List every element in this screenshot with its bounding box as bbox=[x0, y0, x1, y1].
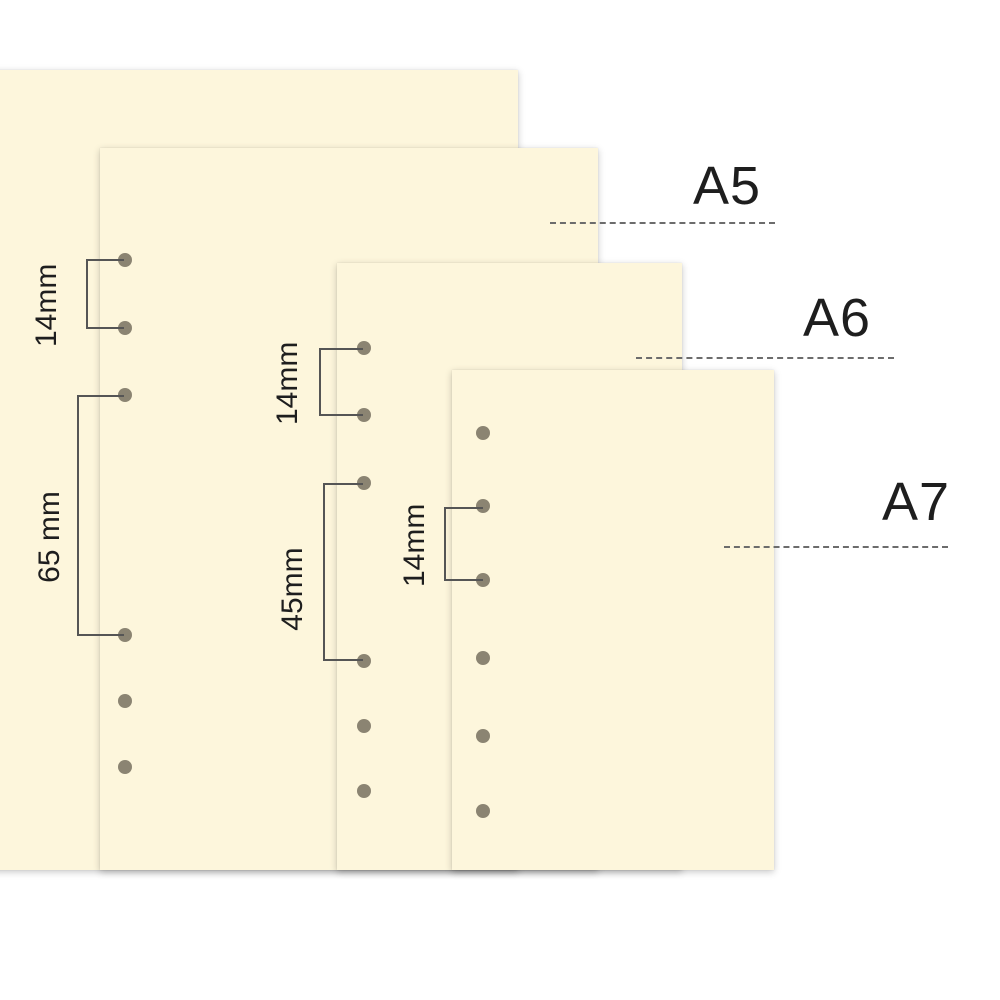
hole bbox=[357, 341, 371, 355]
hole bbox=[357, 408, 371, 422]
hole bbox=[476, 651, 490, 665]
a6-leader-line bbox=[636, 357, 894, 359]
hole bbox=[118, 628, 132, 642]
hole bbox=[118, 760, 132, 774]
a6-hole-gap-bracket bbox=[319, 348, 363, 416]
hole bbox=[118, 321, 132, 335]
hole bbox=[476, 499, 490, 513]
hole bbox=[476, 804, 490, 818]
a7-hole-gap-bracket bbox=[444, 507, 483, 581]
a5-leader-line bbox=[550, 222, 775, 224]
hole bbox=[357, 476, 371, 490]
hole bbox=[118, 253, 132, 267]
a5-hole-gap-bracket bbox=[86, 259, 124, 329]
hole bbox=[476, 729, 490, 743]
a7-sheet bbox=[452, 370, 774, 870]
a5-group-gap-bracket bbox=[77, 395, 124, 636]
a6-size-label: A6 bbox=[803, 288, 872, 348]
a6-group-gap-label: 45mm bbox=[276, 547, 309, 631]
a5-size-label: A5 bbox=[693, 156, 762, 216]
hole bbox=[118, 388, 132, 402]
hole bbox=[476, 573, 490, 587]
hole bbox=[357, 719, 371, 733]
a5-group-gap-label: 65 mm bbox=[33, 491, 66, 583]
a6-group-gap-bracket bbox=[323, 483, 363, 661]
a6-hole-gap-label: 14mm bbox=[271, 341, 304, 425]
hole bbox=[357, 784, 371, 798]
a7-hole-gap-label: 14mm bbox=[398, 503, 431, 587]
hole bbox=[118, 694, 132, 708]
a5-hole-gap-label: 14mm bbox=[30, 263, 63, 347]
a7-leader-line bbox=[724, 546, 948, 548]
a7-size-label: A7 bbox=[882, 472, 951, 532]
hole bbox=[357, 654, 371, 668]
hole bbox=[476, 426, 490, 440]
